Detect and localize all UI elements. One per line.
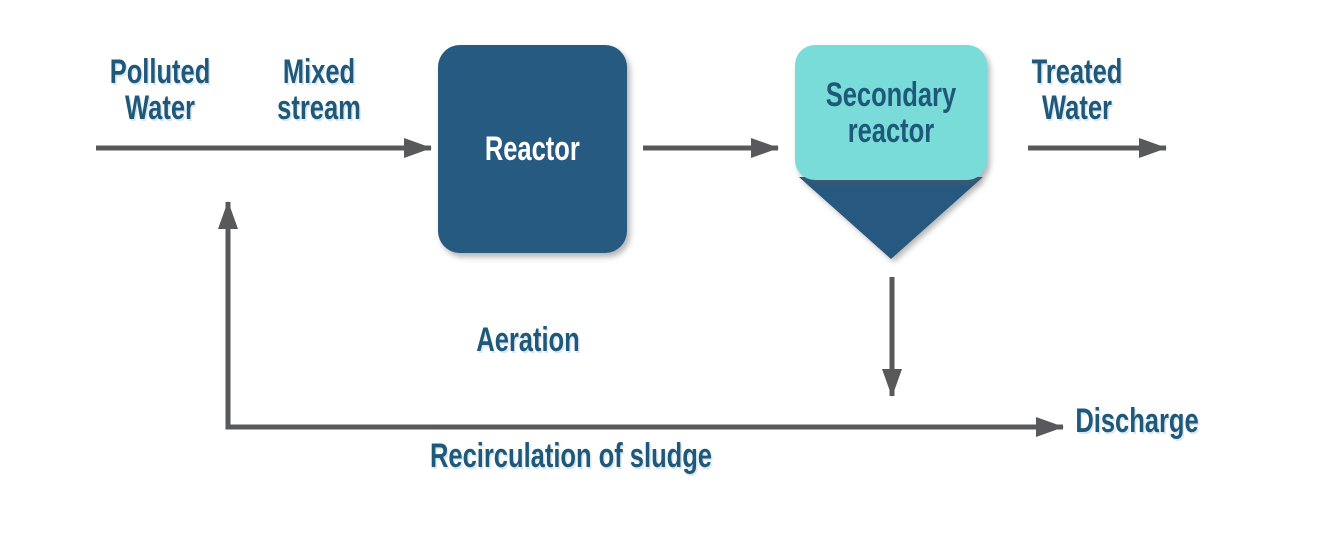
reactor-node-label: Reactor [485,130,580,168]
recirculation-of-sludge-label: Recirculation of sludge [430,437,712,475]
secondary-reactor-node: Secondary reactor [795,45,987,180]
mixed-stream-label: Mixed stream [277,53,361,127]
polluted-water-label: Polluted Water [109,53,211,127]
aeration-label: Aeration [476,321,580,359]
reactor-node: Reactor [438,45,627,253]
clarifier-funnel [799,177,983,259]
secondary-reactor-node-label: Secondary reactor [825,75,957,150]
treated-water-label: Treated Water [1031,53,1123,127]
discharge-label: Discharge [1075,402,1199,440]
